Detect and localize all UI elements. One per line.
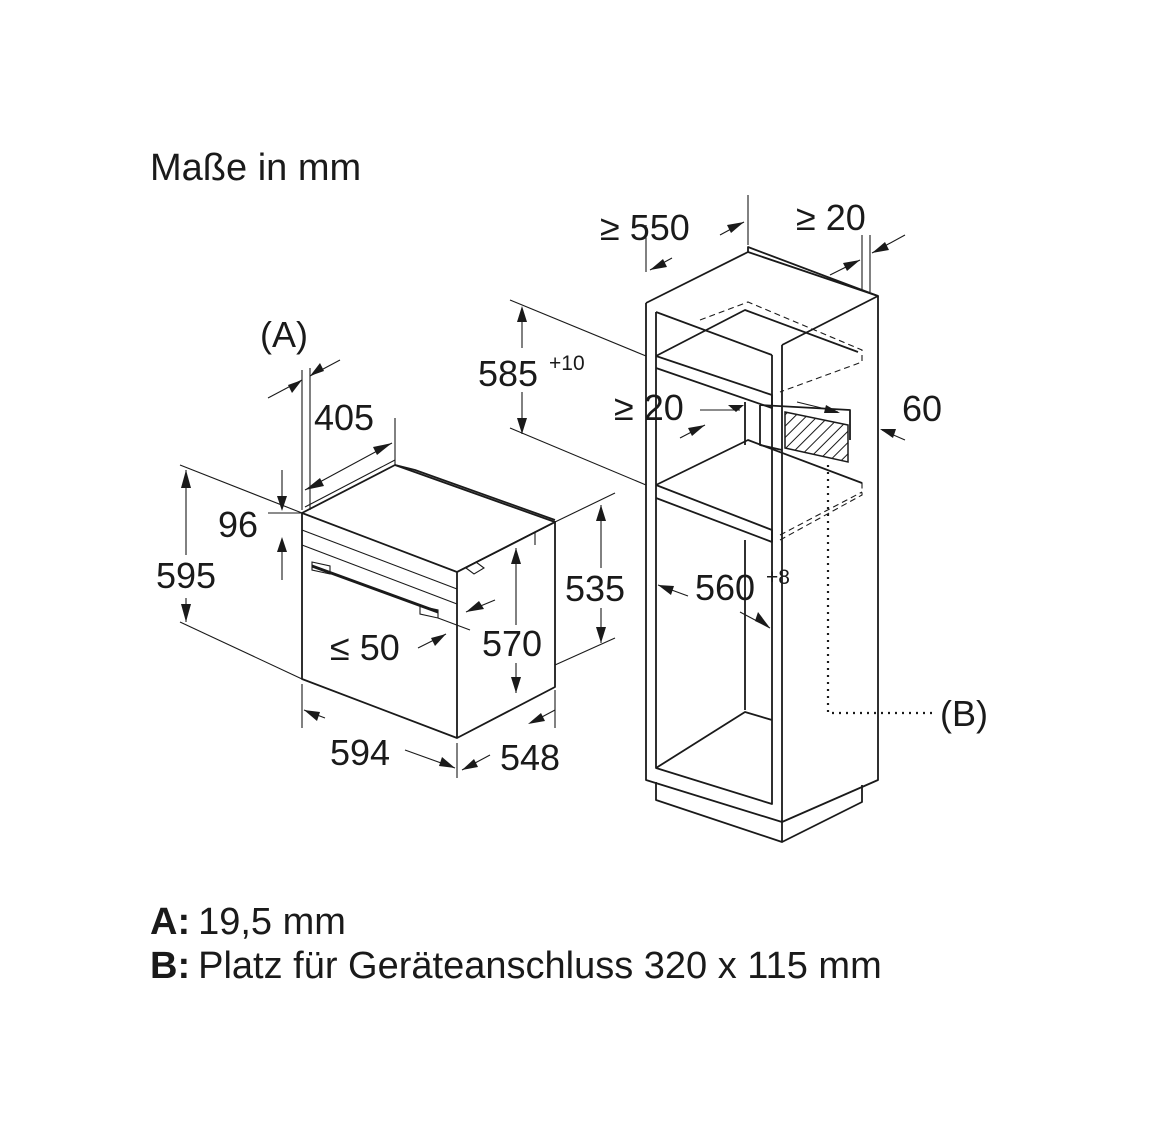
oven-dimensions [179, 359, 616, 778]
label-60: 60 [902, 388, 942, 429]
cabinet-drawing [645, 246, 932, 843]
label-535: 535 [565, 568, 625, 609]
cabinet-dimensions [509, 195, 906, 629]
label-560-tol: +8 [766, 566, 790, 589]
dimension-labels: (A) 405 96 595 ≤ 50 570 535 594 548 ≥ 55… [156, 197, 988, 778]
legend-item-a: A:19,5 mm [150, 900, 346, 944]
legend-item-b: B:Platz für Geräteanschluss 320 x 115 mm [150, 944, 882, 988]
label-570: 570 [482, 623, 542, 664]
label-585-tol: +10 [549, 352, 585, 375]
label-20-top: ≥ 20 [796, 197, 866, 238]
label-96: 96 [218, 504, 258, 545]
legend-text-b: Platz für Geräteanschluss 320 x 115 mm [198, 945, 882, 987]
label-b-ref: (B) [940, 693, 988, 734]
label-595: 595 [156, 555, 216, 596]
label-550: ≥ 550 [600, 207, 690, 248]
label-405: 405 [314, 397, 374, 438]
label-585: 585 [478, 353, 538, 394]
label-594: 594 [330, 732, 390, 773]
units-title: Maße in mm [150, 147, 361, 189]
label-548: 548 [500, 737, 560, 778]
legend-key-b: B: [150, 945, 191, 987]
label-560: 560 [695, 567, 755, 608]
label-20-mid: ≥ 20 [614, 387, 684, 428]
label-a-ref: (A) [260, 314, 308, 355]
legend-text-a: 19,5 mm [198, 901, 346, 943]
oven-drawing [301, 464, 556, 739]
label-50: ≤ 50 [330, 627, 400, 668]
legend-key-a: A: [150, 901, 191, 943]
